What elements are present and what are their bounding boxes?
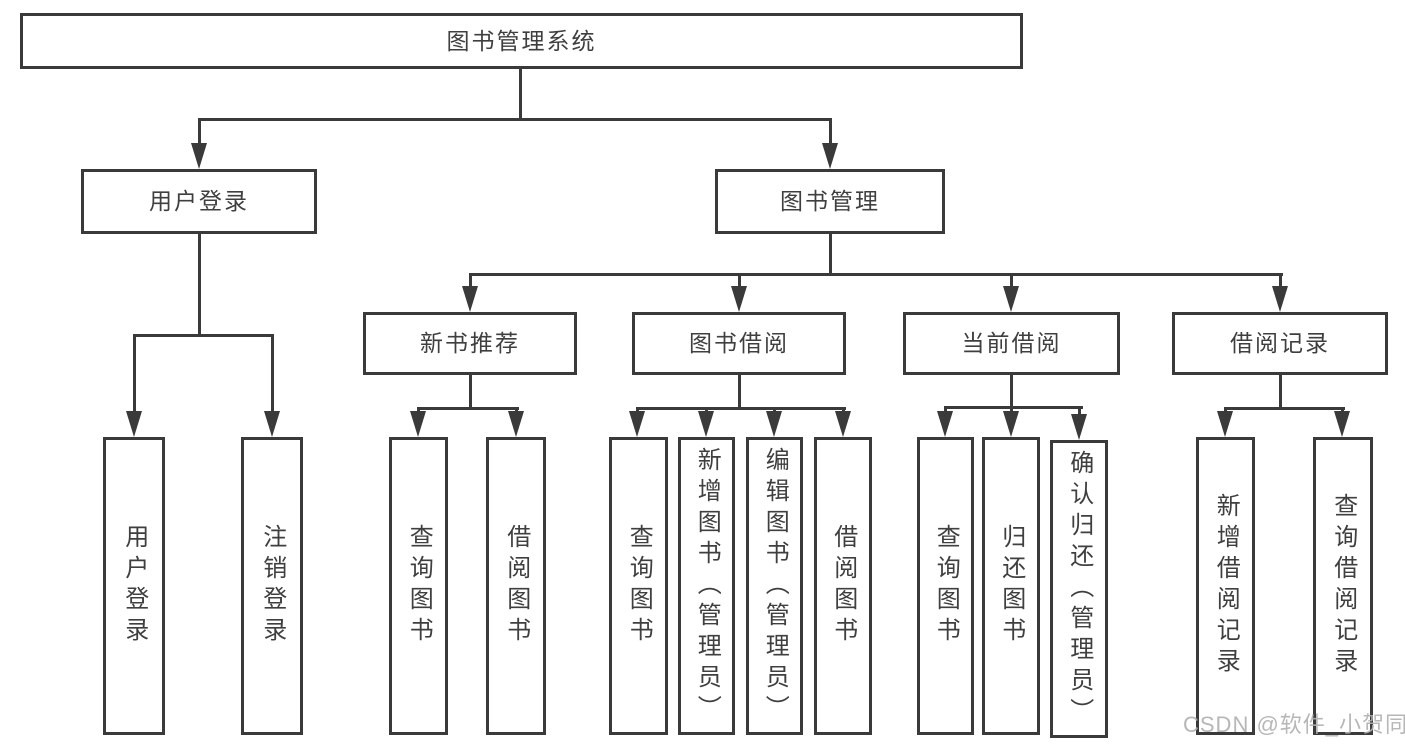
leaf-label: 归还图书 [997, 524, 1025, 648]
leaf-user-login: 用户登录 [103, 437, 165, 735]
arrowhead-down-icon [1272, 286, 1288, 312]
leaf-confirm-return-admin: 确认归还（管理员） [1050, 440, 1108, 738]
leaf-add-books-admin: 新增图书（管理员） [678, 437, 735, 735]
arrowhead-down-icon [264, 411, 280, 437]
edge-level2-rail [198, 118, 832, 121]
edge-rail [417, 407, 519, 410]
leaf-label: 新增图书（管理员） [693, 446, 721, 726]
leaf-label: 借阅图书 [502, 524, 530, 648]
node-library-management-system: 图书管理系统 [20, 13, 1023, 69]
edge-drop-book-mgmt [829, 118, 832, 150]
arrowhead-down-icon [937, 411, 953, 437]
leaf-label: 编辑图书（管理员） [761, 446, 789, 726]
node-user-login: 用户登录 [81, 169, 317, 234]
leaf-label: 借阅图书 [829, 524, 857, 648]
arrowhead-down-icon [1003, 411, 1019, 437]
edge-stem [1010, 375, 1013, 409]
edge-stem [738, 375, 741, 410]
edge-drop-module [738, 273, 741, 293]
leaf-query-borrow-record: 查询借阅记录 [1313, 437, 1373, 735]
arrowhead-down-icon [508, 411, 524, 437]
edge-stem [1279, 375, 1282, 410]
arrowhead-down-icon [1003, 286, 1019, 312]
arrowhead-down-icon [126, 411, 142, 437]
edge-user-login-rail [133, 334, 274, 337]
arrowhead-down-icon [766, 411, 782, 437]
arrowhead-down-icon [698, 411, 714, 437]
leaf-add-borrow-record: 新增借阅记录 [1196, 437, 1255, 735]
leaf-borrow-books-recommend: 借阅图书 [486, 437, 546, 735]
edge-drop-module [469, 273, 472, 293]
leaf-label: 注销登录 [258, 524, 286, 648]
leaf-query-books-current: 查询图书 [917, 437, 974, 735]
node-label: 图书管理 [780, 188, 880, 214]
edge-stem [469, 375, 472, 410]
edge-rail [636, 407, 846, 410]
edge-drop-leaf [1078, 406, 1081, 418]
edge-level3-rail [469, 273, 1283, 276]
leaf-label: 确认归还（管理员） [1065, 449, 1093, 729]
leaf-borrow-books: 借阅图书 [814, 437, 872, 735]
leaf-logout-login: 注销登录 [241, 437, 303, 735]
arrowhead-down-icon [462, 286, 478, 312]
edge-rail [944, 406, 1083, 409]
arrowhead-down-icon [1334, 411, 1350, 437]
leaf-return-books: 归还图书 [982, 437, 1040, 735]
leaf-label: 查询图书 [625, 524, 653, 648]
edge-book-mgmt-stem [829, 233, 832, 276]
arrowhead-down-icon [1217, 411, 1233, 437]
node-new-book-recommend: 新书推荐 [363, 312, 577, 375]
leaf-label: 查询借阅记录 [1329, 493, 1357, 679]
arrowhead-down-icon [191, 143, 207, 169]
node-borrow-records: 借阅记录 [1172, 312, 1388, 375]
node-label: 借阅记录 [1230, 330, 1330, 356]
edge-drop-user-login [198, 118, 201, 150]
edge-user-login-stem [198, 233, 201, 337]
arrowhead-down-icon [835, 411, 851, 437]
edge-root-stem [519, 69, 522, 120]
edge-drop-module [1279, 273, 1282, 293]
edge-drop-leaf [133, 334, 136, 414]
arrowhead-down-icon [629, 411, 645, 437]
leaf-label: 用户登录 [120, 524, 148, 648]
node-label: 图书借阅 [689, 330, 789, 356]
node-book-management: 图书管理 [715, 169, 945, 234]
arrowhead-down-icon [731, 286, 747, 312]
node-label: 当前借阅 [961, 330, 1062, 356]
arrowhead-down-icon [410, 411, 426, 437]
leaf-edit-books-admin: 编辑图书（管理员） [746, 437, 803, 735]
leaf-query-books-borrow: 查询图书 [609, 437, 668, 735]
node-book-borrow: 图书借阅 [632, 312, 846, 375]
node-current-borrow: 当前借阅 [903, 312, 1120, 375]
leaf-label: 查询图书 [932, 524, 960, 648]
leaf-label: 新增借阅记录 [1212, 493, 1240, 679]
edge-rail [1224, 407, 1345, 410]
node-label: 图书管理系统 [446, 27, 597, 54]
arrowhead-down-icon [822, 143, 838, 169]
leaf-label: 查询图书 [405, 524, 433, 648]
watermark: CSDN @软件_小贺同学 [1183, 712, 1405, 737]
arrowhead-down-icon [1071, 414, 1087, 440]
edge-drop-leaf [271, 334, 274, 414]
edge-drop-module [1010, 273, 1013, 293]
node-label: 用户登录 [149, 188, 249, 214]
leaf-query-books-recommend: 查询图书 [389, 437, 448, 735]
node-label: 新书推荐 [420, 330, 520, 356]
